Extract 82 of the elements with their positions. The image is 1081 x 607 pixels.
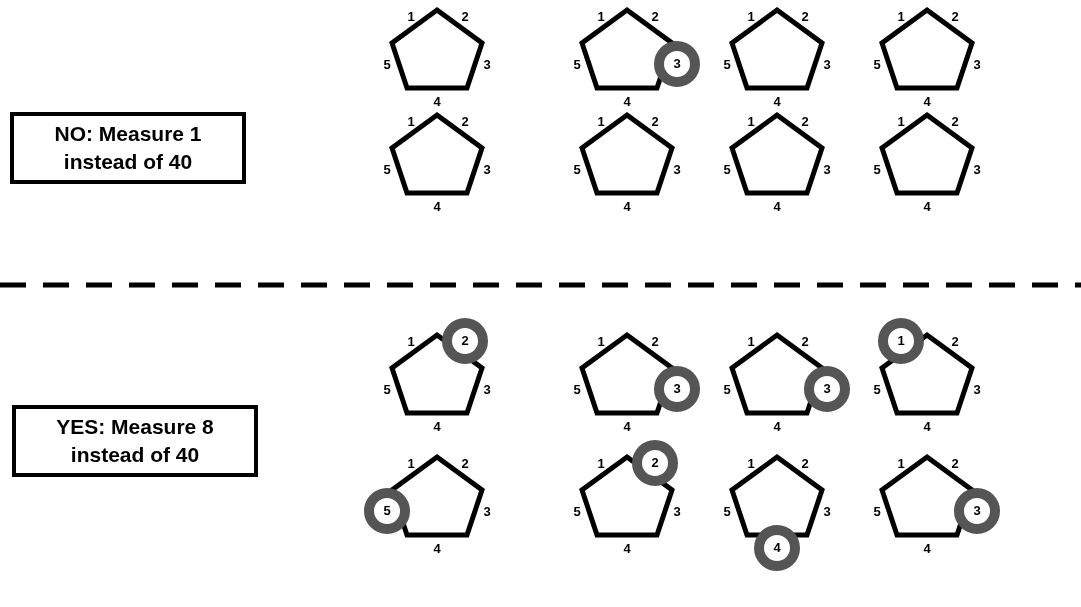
side-number: 4 — [773, 199, 781, 213]
side-number: 2 — [651, 334, 659, 348]
side-number: 5 — [383, 162, 391, 176]
side-number: 4 — [623, 199, 631, 213]
side-number: 5 — [873, 382, 881, 396]
side-number: 3 — [483, 57, 491, 71]
side-number: 5 — [723, 162, 731, 176]
side-number: 3 — [973, 382, 981, 396]
side-number: 1 — [407, 114, 415, 128]
side-number: 5 — [573, 162, 581, 176]
side-number: 1 — [407, 9, 415, 23]
side-number: 2 — [951, 456, 959, 470]
side-number: 4 — [923, 199, 931, 213]
side-number: 1 — [407, 456, 415, 470]
circled-side-number: 1 — [878, 318, 924, 364]
circled-side-number: 2 — [632, 440, 678, 486]
side-number: 2 — [801, 114, 809, 128]
side-number: 1 — [407, 334, 415, 348]
side-number: 3 — [673, 162, 681, 176]
side-number: 3 — [483, 162, 491, 176]
side-number: 5 — [873, 162, 881, 176]
side-number: 1 — [897, 456, 905, 470]
side-number: 3 — [823, 57, 831, 71]
side-number: 1 — [747, 114, 755, 128]
side-number: 1 — [897, 114, 905, 128]
side-number: 2 — [951, 334, 959, 348]
side-number: 2 — [951, 114, 959, 128]
label-box: NO: Measure 1 instead of 40 — [10, 112, 246, 184]
side-number: 4 — [923, 541, 931, 555]
side-number: 4 — [623, 94, 631, 108]
side-number: 3 — [973, 162, 981, 176]
side-number: 1 — [747, 334, 755, 348]
side-number: 4 — [623, 419, 631, 433]
circled-side-number: 3 — [654, 366, 700, 412]
side-number: 5 — [383, 382, 391, 396]
side-number: 2 — [461, 456, 469, 470]
side-number: 4 — [773, 94, 781, 108]
side-number: 4 — [923, 419, 931, 433]
side-number: 3 — [483, 382, 491, 396]
side-number: 1 — [597, 456, 605, 470]
side-number: 5 — [873, 57, 881, 71]
side-number: 5 — [723, 504, 731, 518]
circled-side-number: 2 — [442, 318, 488, 364]
side-number: 3 — [483, 504, 491, 518]
side-number: 1 — [597, 9, 605, 23]
side-number: 3 — [673, 504, 681, 518]
side-number: 2 — [801, 9, 809, 23]
side-number: 2 — [461, 114, 469, 128]
side-number: 2 — [651, 114, 659, 128]
circled-side-number: 5 — [364, 488, 410, 534]
side-number: 3 — [823, 504, 831, 518]
side-number: 4 — [433, 94, 441, 108]
side-number: 1 — [897, 9, 905, 23]
label-box: YES: Measure 8 instead of 40 — [12, 405, 258, 477]
side-number: 2 — [801, 334, 809, 348]
side-number: 4 — [923, 94, 931, 108]
side-number: 2 — [951, 9, 959, 23]
side-number: 4 — [773, 419, 781, 433]
circled-side-number: 3 — [804, 366, 850, 412]
side-number: 5 — [573, 57, 581, 71]
side-number: 5 — [573, 382, 581, 396]
side-number: 1 — [597, 114, 605, 128]
side-number: 4 — [623, 541, 631, 555]
side-number: 1 — [597, 334, 605, 348]
circled-side-number: 3 — [654, 41, 700, 87]
side-number: 5 — [873, 504, 881, 518]
side-number: 5 — [573, 504, 581, 518]
side-number: 4 — [433, 419, 441, 433]
side-number: 4 — [433, 541, 441, 555]
side-number: 5 — [723, 382, 731, 396]
side-number: 2 — [801, 456, 809, 470]
side-number: 2 — [651, 9, 659, 23]
circled-side-number: 3 — [954, 488, 1000, 534]
side-number: 1 — [747, 456, 755, 470]
side-number: 3 — [823, 162, 831, 176]
side-number: 5 — [383, 57, 391, 71]
side-number: 1 — [747, 9, 755, 23]
circled-side-number: 4 — [754, 525, 800, 571]
side-number: 3 — [973, 57, 981, 71]
side-number: 2 — [461, 9, 469, 23]
side-number: 5 — [723, 57, 731, 71]
side-number: 4 — [433, 199, 441, 213]
